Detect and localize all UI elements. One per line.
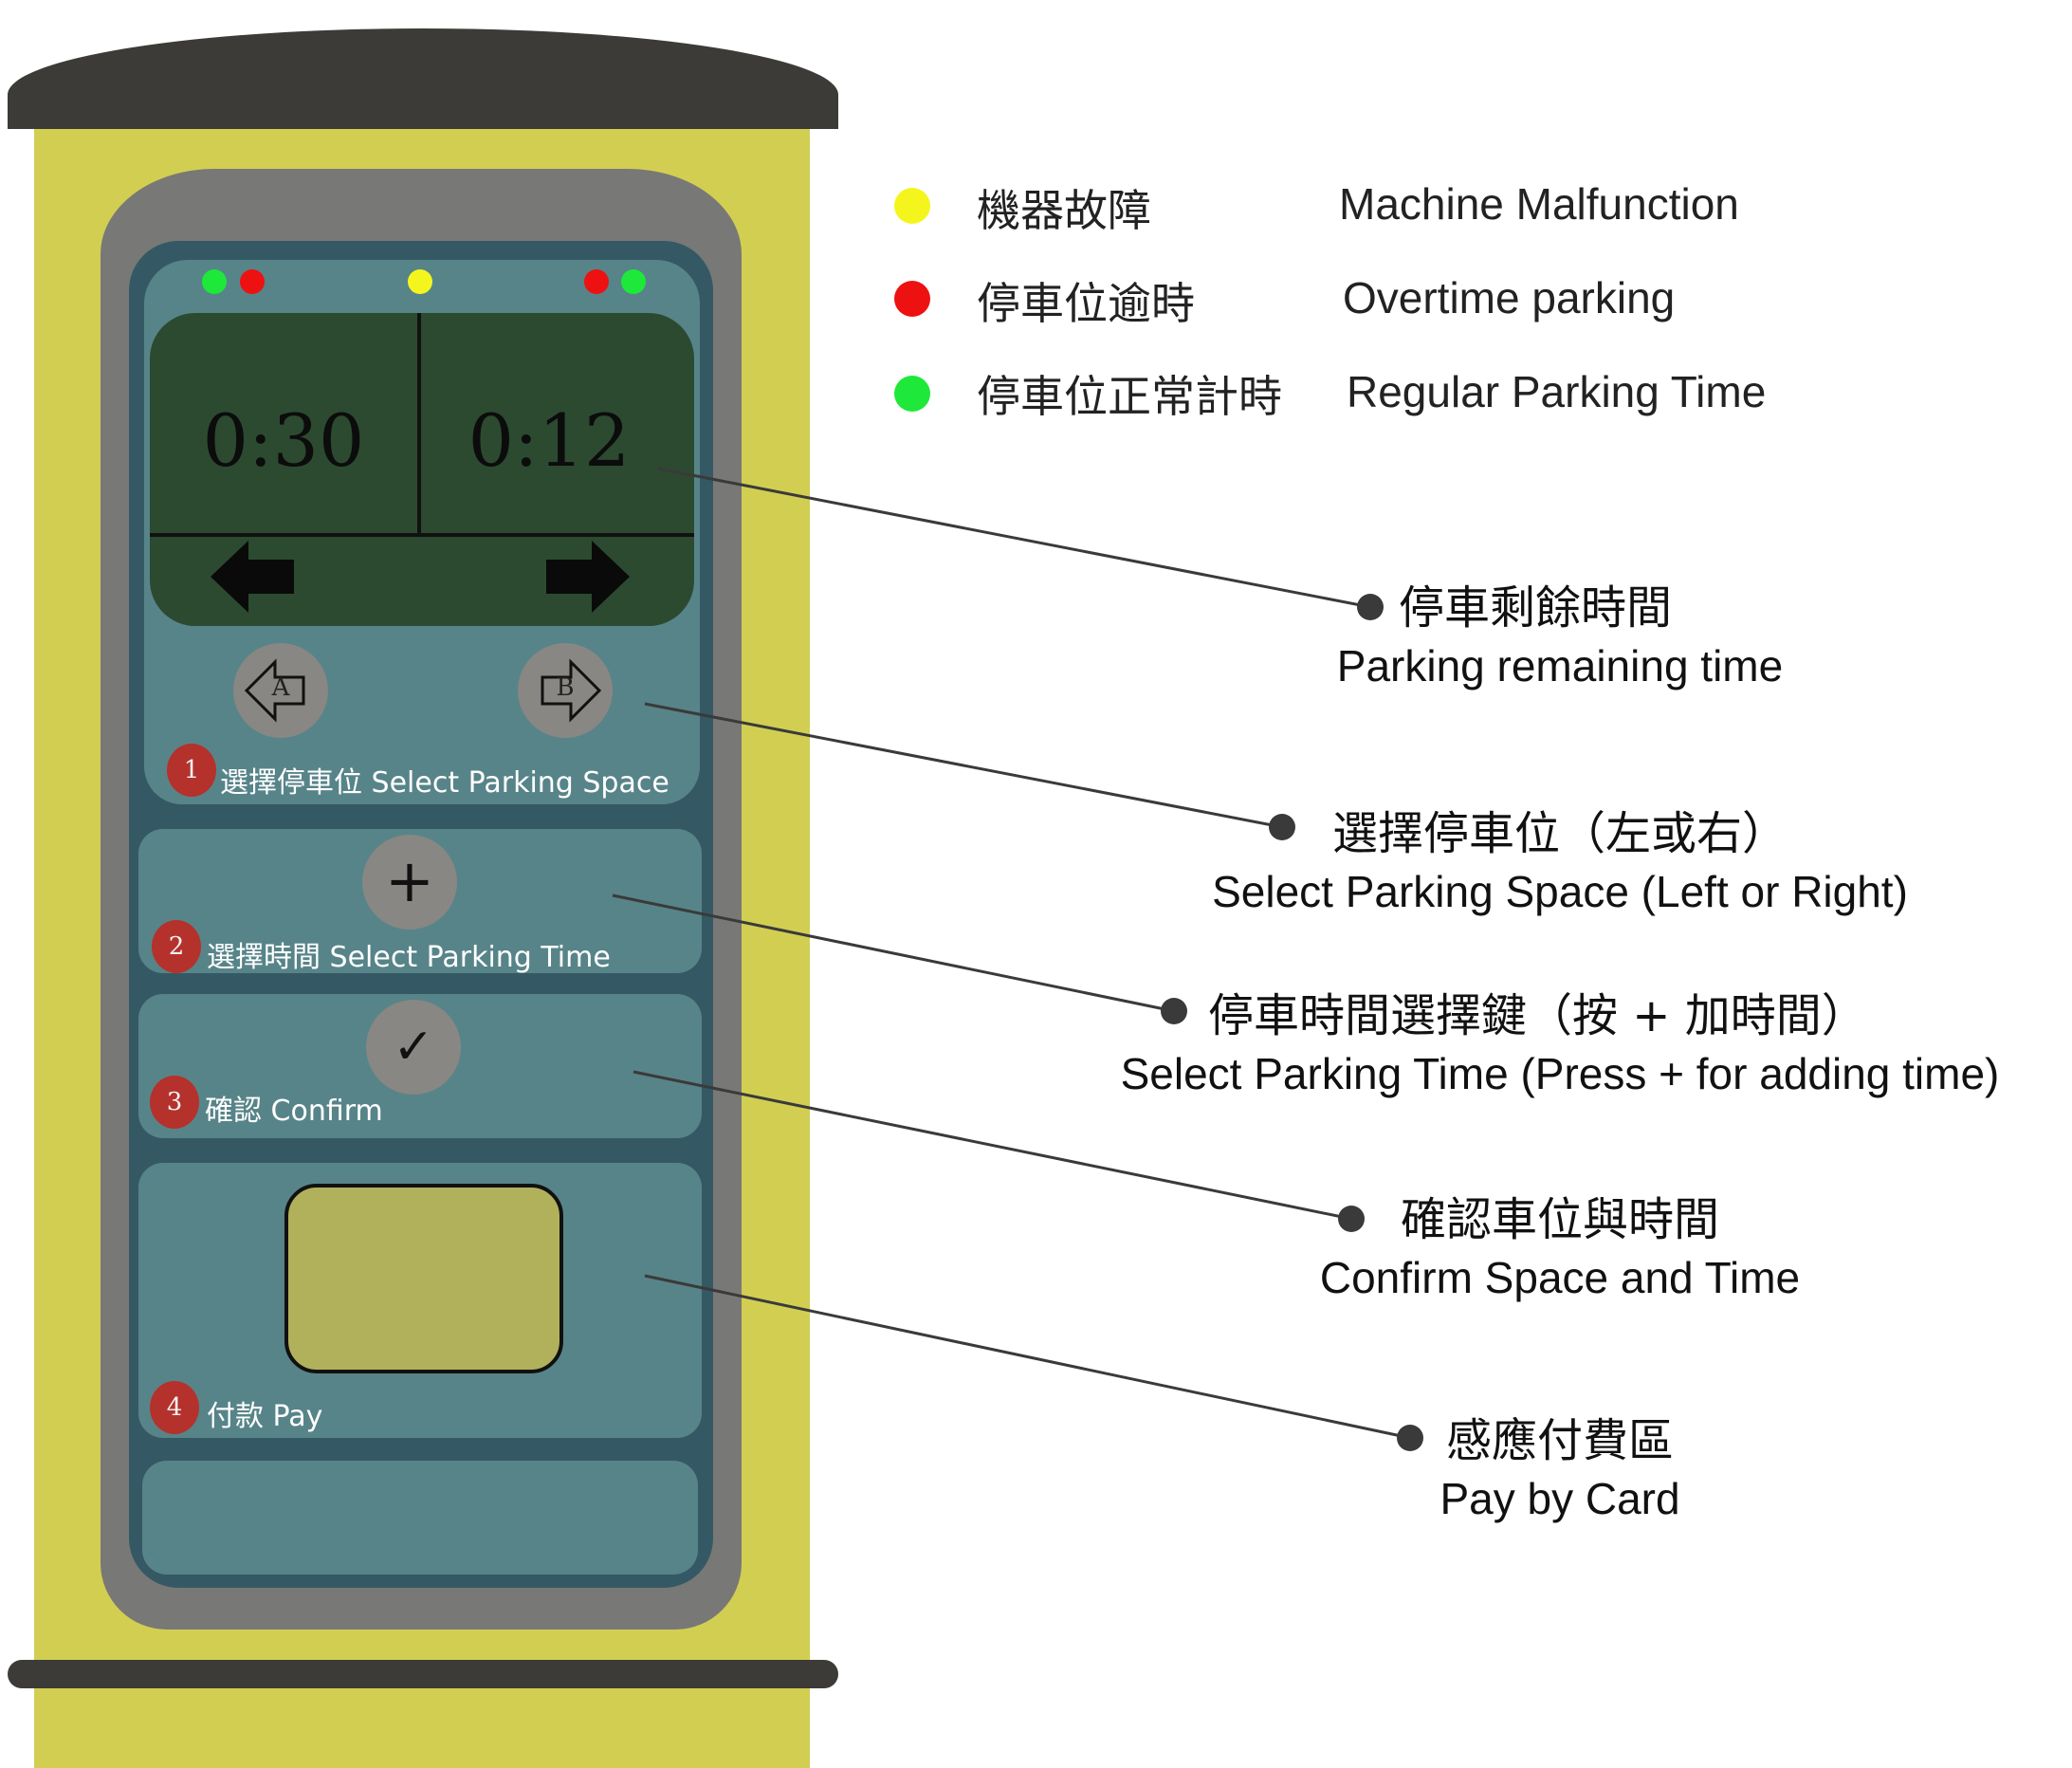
callout-remaining-time-zh: 停車剩餘時間 bbox=[1399, 581, 1673, 635]
step-4-label: 付款 Pay bbox=[207, 1400, 323, 1433]
led-yellow-center bbox=[408, 269, 432, 294]
leader-dot-remaining-time bbox=[1357, 594, 1384, 620]
right-space-timer: 0:12 bbox=[468, 398, 631, 483]
led-red-right bbox=[584, 269, 609, 294]
step-3-label: 確認 Confirm bbox=[205, 1095, 383, 1128]
callout-confirm: 確認車位與時間 Confirm Space and Time bbox=[1304, 1190, 1816, 1306]
button-a-label: A bbox=[271, 673, 290, 702]
callout-confirm-zh: 確認車位與時間 bbox=[1400, 1193, 1719, 1246]
leader-line-confirm bbox=[633, 1070, 1352, 1221]
legend-dot-red bbox=[894, 281, 930, 317]
leader-dot-select-time bbox=[1161, 998, 1187, 1024]
right-arrow-outline-icon bbox=[541, 658, 602, 723]
select-right-space-button[interactable]: B bbox=[518, 643, 613, 738]
checkmark-icon: ✓ bbox=[393, 1019, 434, 1076]
screen-divider-horizontal bbox=[150, 533, 694, 537]
button-b-label: B bbox=[556, 673, 575, 702]
callout-select-space: 選擇停車位（左或右） Select Parking Space (Left or… bbox=[1181, 804, 1939, 920]
card-reader-pad[interactable] bbox=[284, 1184, 563, 1373]
leader-dot-confirm bbox=[1338, 1206, 1365, 1232]
legend-dot-green bbox=[894, 376, 930, 412]
legend-zh-regular: 停車位正常計時 bbox=[977, 371, 1282, 422]
callout-select-time: 停車時間選擇鍵（按 + 加時間） Select Parking Time (Pr… bbox=[1091, 986, 2029, 1102]
legend-en-overtime: Overtime parking bbox=[1343, 273, 1676, 322]
legend-zh-overtime: 停車位逾時 bbox=[977, 278, 1195, 329]
callout-select-time-en: Select Parking Time (Press + for adding … bbox=[1120, 1049, 2000, 1098]
legend-en-malfunction: Machine Malfunction bbox=[1339, 179, 1739, 229]
callout-remaining-time-en: Parking remaining time bbox=[1336, 641, 1784, 691]
left-arrow-outline-icon bbox=[244, 658, 305, 723]
add-time-button[interactable]: + bbox=[362, 835, 457, 930]
arrow-right-icon bbox=[546, 541, 630, 613]
arrow-left-icon bbox=[211, 541, 294, 613]
legend-zh-malfunction: 機器故障 bbox=[977, 185, 1151, 236]
leader-line-select-time bbox=[612, 893, 1175, 1013]
select-left-space-button[interactable]: A bbox=[233, 643, 328, 738]
callout-pay: 感應付費區 Pay by Card bbox=[1422, 1411, 1697, 1527]
callout-pay-en: Pay by Card bbox=[1439, 1474, 1680, 1523]
left-space-timer: 0:30 bbox=[202, 398, 365, 483]
led-green-right bbox=[621, 269, 646, 294]
callout-select-time-zh: 停車時間選擇鍵（按 + 加時間） bbox=[1208, 989, 1867, 1042]
leader-dot-pay bbox=[1397, 1425, 1423, 1451]
confirm-button[interactable]: ✓ bbox=[366, 1000, 461, 1095]
leader-line-select-space bbox=[644, 702, 1283, 829]
leader-line-pay bbox=[644, 1274, 1411, 1440]
led-green-left bbox=[202, 269, 227, 294]
callout-pay-zh: 感應付費區 bbox=[1445, 1414, 1674, 1467]
legend-en-regular: Regular Parking Time bbox=[1347, 367, 1767, 416]
leader-dot-select-space bbox=[1269, 814, 1295, 840]
leader-line-remaining-time bbox=[657, 467, 1371, 609]
meter-top-cap bbox=[8, 28, 838, 129]
section-blank bbox=[142, 1461, 698, 1575]
step-3-badge: 3 bbox=[150, 1076, 199, 1129]
step-1-label: 選擇停車位 Select Parking Space bbox=[220, 766, 669, 800]
callout-select-space-en: Select Parking Space (Left or Right) bbox=[1212, 867, 1908, 916]
step-1-badge: 1 bbox=[167, 744, 216, 797]
step-2-label: 選擇時間 Select Parking Time bbox=[207, 941, 611, 974]
callout-select-space-zh: 選擇停車位（左或右） bbox=[1331, 807, 1788, 860]
plus-icon: + bbox=[385, 846, 434, 915]
step-4-badge: 4 bbox=[150, 1381, 199, 1434]
screen-divider-vertical bbox=[417, 313, 421, 537]
legend-dot-yellow bbox=[894, 188, 930, 224]
callout-remaining-time: 停車剩餘時間 Parking remaining time bbox=[1313, 579, 1806, 694]
callout-confirm-en: Confirm Space and Time bbox=[1319, 1253, 1801, 1302]
meter-base-band bbox=[8, 1660, 838, 1688]
step-2-badge: 2 bbox=[152, 920, 201, 973]
led-red-left bbox=[240, 269, 265, 294]
